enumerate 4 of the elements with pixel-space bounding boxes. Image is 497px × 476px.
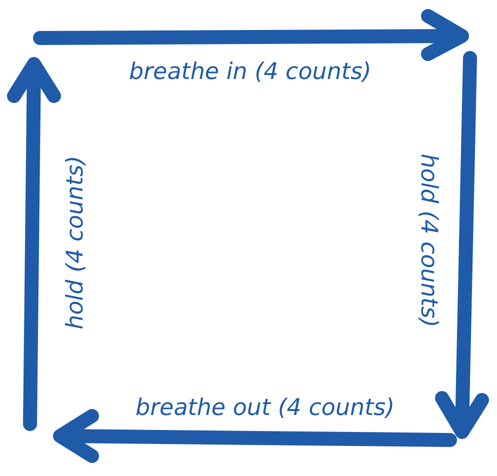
step-label: hold (4 counts) [416,153,440,327]
step-label: breathe out (4 counts) [136,396,395,420]
step-label: hold (4 counts) [64,155,88,329]
step-label: breathe in (4 counts) [129,60,372,84]
